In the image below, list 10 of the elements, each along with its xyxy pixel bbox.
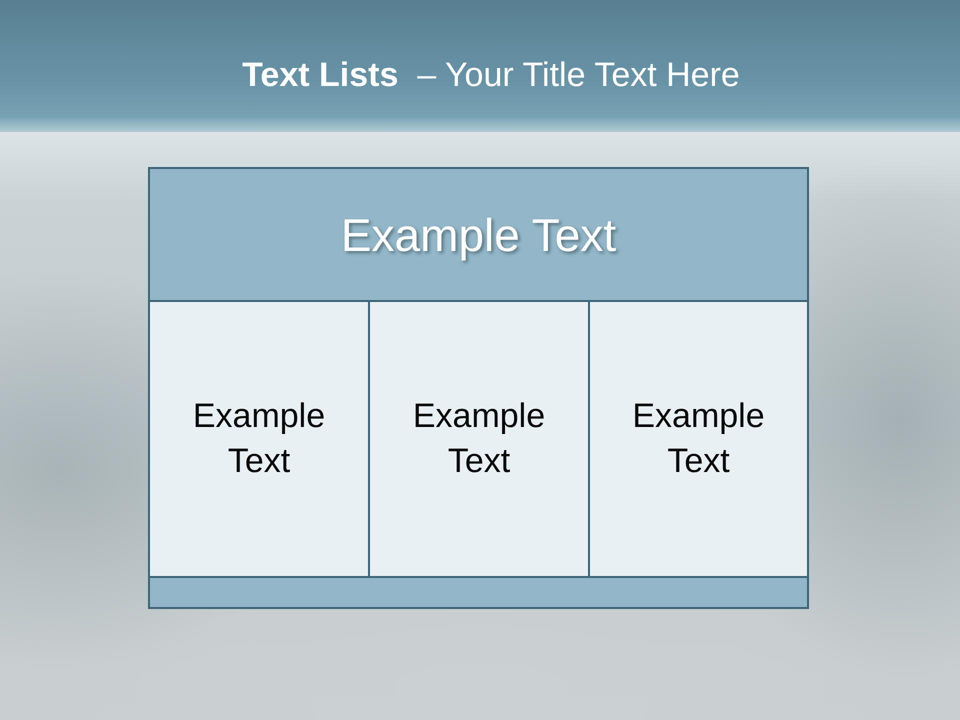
header-box — [148, 167, 809, 302]
header-text: Example Text — [340, 208, 616, 262]
column-text: Example Text — [412, 396, 546, 482]
column-box — [148, 300, 370, 578]
column-box — [588, 300, 809, 578]
slide-title: Text Lists – Your Title Text Here — [242, 55, 740, 96]
column-box — [368, 300, 590, 578]
column-text: Example Text — [192, 396, 326, 482]
footer-bar — [148, 576, 809, 609]
column-text: Example Text — [631, 396, 766, 482]
